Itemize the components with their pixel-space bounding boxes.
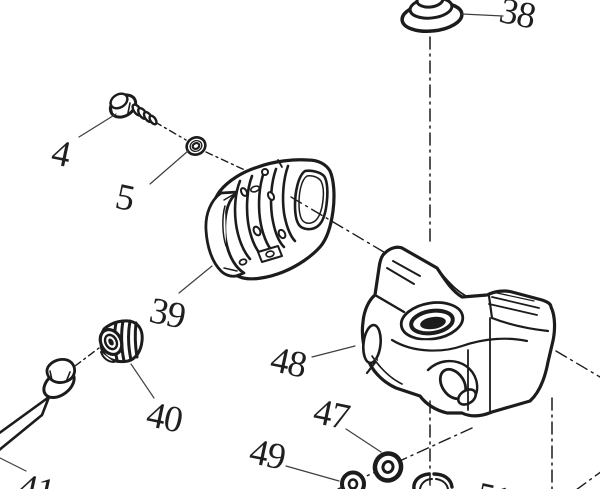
leader-49 <box>285 465 340 482</box>
leader-41 <box>0 457 27 472</box>
leader-5 <box>149 150 189 185</box>
leader-48 <box>311 345 356 358</box>
part-5-washer <box>185 136 207 156</box>
part-41-bolt <box>0 358 76 452</box>
leader-40 <box>130 363 155 399</box>
part-39-gear-housing <box>204 158 336 281</box>
part-4-screw <box>108 92 158 126</box>
part-49-washer <box>340 470 366 489</box>
part-48-bearing-block <box>360 245 557 418</box>
leader-47 <box>345 428 382 453</box>
part-40-bearing <box>98 319 144 364</box>
diagonal-axis-right <box>555 350 600 378</box>
leader-39 <box>178 265 213 294</box>
leader-38 <box>461 13 504 17</box>
main-diagonal-axis <box>290 196 400 262</box>
diagonal-axis-corner <box>576 471 600 489</box>
part-47-washer <box>372 451 404 483</box>
leader-4 <box>78 113 117 138</box>
screw-axis-dashes <box>154 121 250 173</box>
bolt-axis-dashes <box>74 347 100 367</box>
part-38-cap <box>400 0 464 34</box>
part-label-41: 41 <box>15 466 58 489</box>
snap-ring <box>412 472 454 489</box>
